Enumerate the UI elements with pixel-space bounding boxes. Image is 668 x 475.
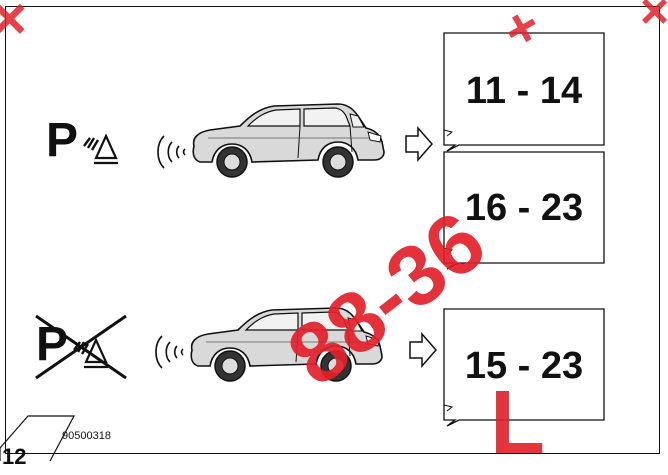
parking-sensor-active-icon: [46, 114, 118, 167]
arrow-right-icon: [406, 128, 432, 160]
range-label-top-2: 16 - 23: [449, 187, 599, 230]
watermark-corner: L: [490, 372, 545, 475]
range-label-top-1: 11 - 14: [449, 70, 599, 113]
parking-sensor-disabled-icon: [36, 316, 126, 378]
car-icon: [193, 104, 384, 177]
reference-code: 90500318: [62, 430, 111, 442]
sensor-wave-icon: [156, 336, 183, 368]
diagram-stage: P: [0, 0, 668, 461]
sensor-wave-icon: [158, 136, 185, 168]
watermark-cross-icon: ×: [0, 0, 27, 53]
page-number: 12: [2, 444, 26, 470]
watermark-cross-icon: ×: [640, 0, 668, 40]
